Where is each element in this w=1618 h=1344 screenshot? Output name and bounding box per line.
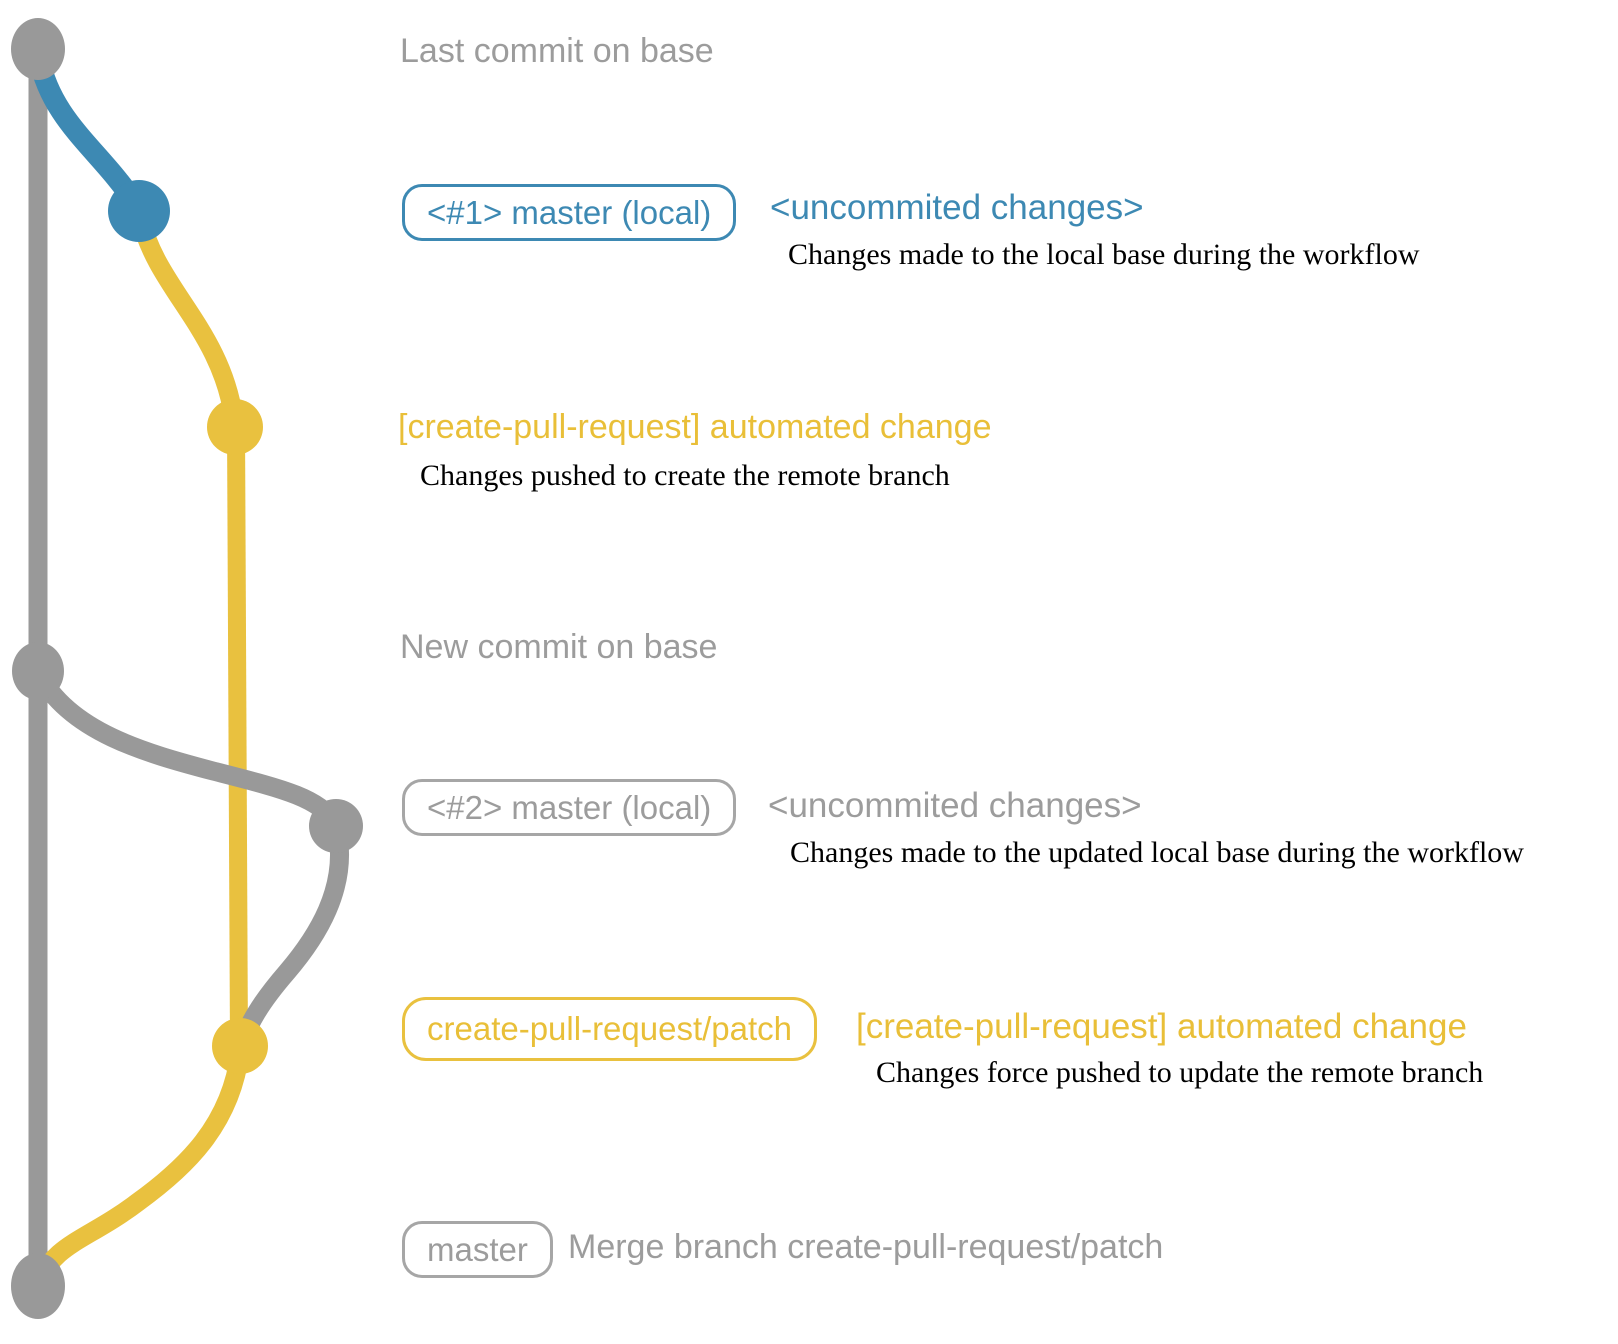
branch-badge-master: master [402, 1221, 553, 1278]
patch-branch-line [227, 424, 248, 1049]
commit-node-patch-2 [212, 1018, 268, 1074]
tag-uncommited-changes-2: <uncommited changes> [768, 786, 1142, 825]
patch-merge-curve [29, 1042, 250, 1294]
desc-updated-local-base-changes: Changes made to the updated local base d… [790, 836, 1524, 869]
commit-message-automated-change-2: [create-pull-request] automated change [856, 1007, 1467, 1046]
commit-node-patch-1 [207, 399, 263, 455]
label-merge-branch: Merge branch create-pull-request/patch [568, 1228, 1164, 1266]
branch-badge-master-local-2: <#2> master (local) [402, 779, 737, 836]
branch-badge-master-local-1: <#1> master (local) [402, 184, 737, 241]
patch-branch-curve-top [131, 210, 244, 430]
desc-local-base-changes: Changes made to the local base during th… [788, 238, 1420, 271]
local-master-1-branch-curve [28, 47, 145, 213]
commit-node-last-base [11, 18, 65, 80]
commit-graph [11, 18, 363, 1319]
commit-node-new-base [12, 642, 64, 700]
desc-pushed-create-remote: Changes pushed to create the remote bran… [420, 459, 950, 492]
local-master-2-branch-curve [29, 664, 346, 834]
branch-badge-label: <#2> master (local) [427, 788, 712, 826]
commit-node-local-master-1 [108, 180, 170, 242]
label-last-commit-on-base: Last commit on base [400, 32, 714, 70]
commit-message-automated-change-1: [create-pull-request] automated change [398, 408, 992, 446]
commit-node-local-master-2 [309, 799, 363, 853]
commit-node-merge [11, 1253, 65, 1319]
desc-force-pushed-update-remote: Changes force pushed to update the remot… [876, 1056, 1484, 1089]
branch-badge-label: master [427, 1230, 528, 1268]
force-push-curve [231, 820, 350, 1058]
tag-uncommited-changes-1: <uncommited changes> [770, 188, 1144, 227]
label-new-commit-on-base: New commit on base [400, 628, 718, 666]
branch-badge-label: create-pull-request/patch [427, 1010, 793, 1047]
branch-badge-create-pull-request-patch: create-pull-request/patch [402, 997, 818, 1061]
branch-badge-label: <#1> master (local) [427, 193, 712, 231]
